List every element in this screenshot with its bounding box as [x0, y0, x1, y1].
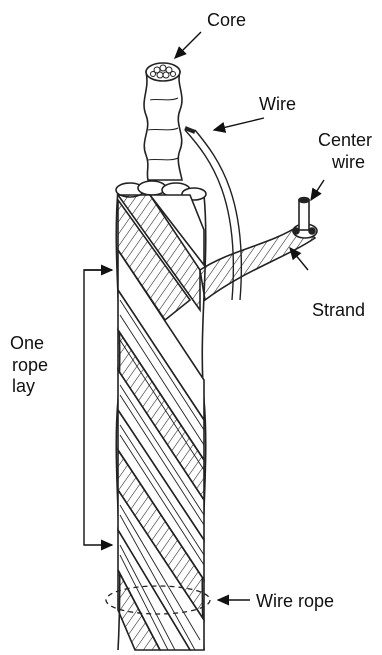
rope-lay-bracket — [84, 270, 112, 545]
label-wire-rope: Wire rope — [256, 591, 334, 613]
label-core: Core — [207, 10, 246, 32]
core-illustration — [144, 63, 182, 180]
rope-body — [116, 181, 206, 650]
strand-illustration — [200, 198, 317, 301]
label-wire: Wire — [259, 94, 296, 116]
label-one-rope-lay: One rope lay — [10, 333, 48, 398]
label-center-wire: Center wire — [318, 130, 372, 173]
label-strand: Strand — [312, 300, 365, 322]
